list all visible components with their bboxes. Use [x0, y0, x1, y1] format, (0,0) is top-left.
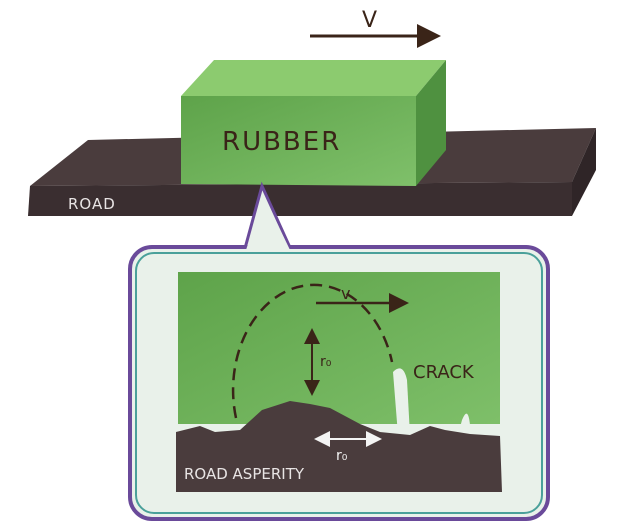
dashed-radius-circle [231, 283, 394, 419]
rubber-label: RUBBER [222, 127, 341, 157]
crack-label: CRACK [413, 362, 475, 383]
road-asperity-label: ROAD ASPERITY [184, 465, 305, 483]
rubber-block [181, 60, 446, 186]
crack [393, 368, 410, 435]
inset-velocity-label: v [341, 284, 350, 303]
horizontal-radius-label: r₀ [336, 448, 348, 464]
vertical-radius-label: r₀ [320, 354, 332, 370]
road-label: ROAD [68, 195, 116, 213]
inset-rubber [178, 272, 500, 432]
velocity-label: V [362, 8, 377, 33]
